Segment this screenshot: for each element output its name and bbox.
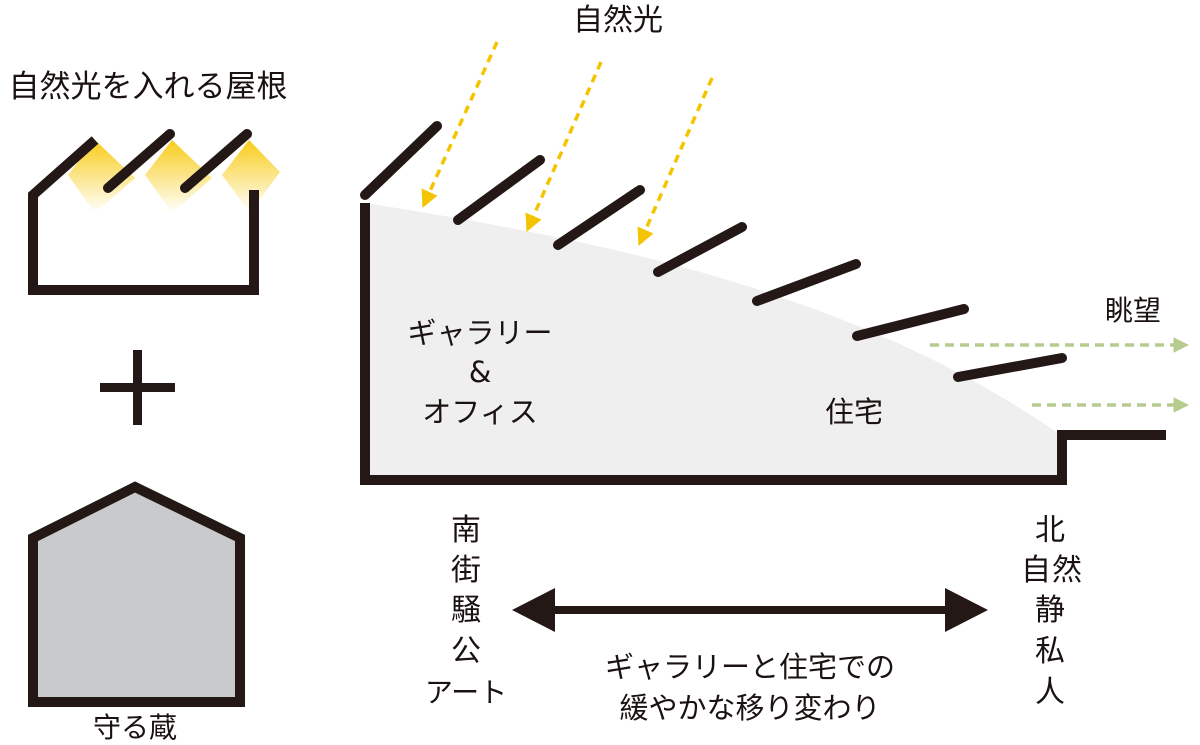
roof-louver bbox=[752, 259, 861, 306]
residence-label: 住宅 bbox=[825, 395, 883, 429]
gallery-label: ギャラリー bbox=[407, 316, 552, 350]
office-label: オフィス bbox=[422, 395, 537, 429]
roof-concept-label: 自然光を入れる屋根 bbox=[9, 69, 288, 105]
south-char: 南 bbox=[451, 513, 481, 548]
plus-icon bbox=[100, 350, 175, 425]
sun-glow-3 bbox=[222, 140, 280, 213]
roof-louver bbox=[553, 185, 645, 250]
roof-louver bbox=[653, 222, 747, 277]
sunlight-arrow bbox=[637, 77, 714, 247]
sunlight-arrow bbox=[525, 61, 603, 233]
roof-slat-2 bbox=[103, 129, 175, 193]
transition-line-1: ギャラリーと住宅での bbox=[605, 650, 895, 684]
roof-louver bbox=[852, 304, 969, 341]
south-char: 騒 bbox=[451, 593, 481, 628]
house-outline bbox=[28, 136, 259, 295]
view-label: 眺望 bbox=[1105, 294, 1161, 327]
building-section-fill bbox=[365, 203, 1058, 480]
north-char: 北 bbox=[1035, 513, 1065, 548]
transition-line-2: 緩やかな移り変わり bbox=[619, 691, 880, 725]
roof-slat-3 bbox=[180, 129, 252, 193]
north-char: 私 bbox=[1035, 634, 1065, 669]
sun-glow-1 bbox=[68, 140, 135, 213]
north-char: 人 bbox=[1035, 675, 1065, 710]
north-char: 然 bbox=[1052, 553, 1082, 588]
roof-louver bbox=[453, 155, 545, 225]
north-char: 自 bbox=[1021, 553, 1051, 588]
south-char: アート bbox=[425, 676, 507, 709]
roof-louvers bbox=[360, 121, 1067, 382]
storehouse-label: 守る蔵 bbox=[93, 711, 177, 744]
north-label: 北 自 然 静 私 人 bbox=[1021, 513, 1082, 710]
view-arrows bbox=[930, 337, 1190, 413]
building-section-outline bbox=[360, 203, 1166, 485]
south-char: 公 bbox=[451, 634, 481, 669]
south-char: 街 bbox=[451, 553, 481, 588]
ampersand-label: & bbox=[469, 355, 492, 389]
double-headed-arrow-icon bbox=[512, 588, 988, 632]
north-char: 静 bbox=[1035, 593, 1065, 628]
storehouse-icon bbox=[28, 481, 245, 707]
south-label: 南 街 騒 公 アート bbox=[425, 513, 507, 709]
sunlight-arrow bbox=[421, 41, 499, 208]
sawtooth-house-icon bbox=[28, 129, 280, 295]
sunlight-arrows bbox=[421, 41, 714, 247]
roof-louver bbox=[953, 353, 1067, 382]
natural-light-label: 自然光 bbox=[573, 3, 663, 38]
sun-glow-2 bbox=[145, 140, 212, 213]
roof-louver bbox=[360, 121, 442, 200]
